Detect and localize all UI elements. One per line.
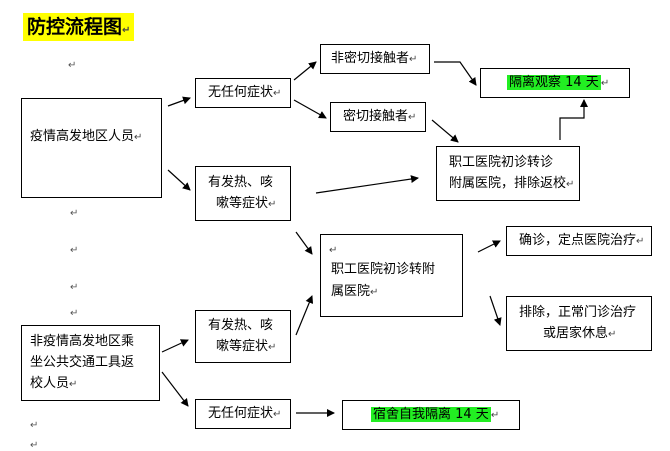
arrow-nosymptom-to-close: [293, 99, 327, 119]
arrow-fever-to-clinic: [315, 175, 419, 194]
node-non-high-risk-people: 非疫情高发地区乘 坐公共交通工具返 校人员↵: [21, 325, 160, 401]
arrow-nonclose-to-isolation: [434, 61, 477, 86]
arrow-close-to-clinic: [431, 119, 459, 143]
node-high-risk-people: 疫情高发地区人员↵: [21, 98, 162, 198]
paragraph-mark: ↵: [30, 440, 39, 451]
node-confirmed: 确诊，定点医院治疗↵: [506, 226, 652, 256]
page-title: 防控流程图↵: [23, 13, 134, 41]
arrow-fever-to-clinic2: [295, 231, 313, 255]
arrow-clinic-to-isolation: [559, 99, 588, 140]
node-clinic-transfer-exclude: 职工医院初诊转诊 附属医院，排除返校↵: [436, 146, 580, 201]
arrow-high-to-nosymptom: [167, 96, 191, 107]
node-no-symptoms-bottom: 无任何症状↵: [195, 399, 291, 429]
arrow-high-to-fever: [167, 169, 191, 191]
node-no-symptoms-top: 无任何症状↵: [195, 78, 291, 108]
node-dorm-isolation: 宿舍自我隔离 14 天↵: [342, 400, 520, 430]
node-excluded: 排除，正常门诊治疗 或居家休息↵: [506, 296, 652, 351]
node-fever-cough-bottom: 有发热、咳 嗽等症状↵: [195, 310, 291, 363]
node-non-close-contact: 非密切接触者↵: [320, 44, 430, 74]
paragraph-mark: ↵: [68, 60, 77, 71]
node-fever-cough-top: 有发热、咳 嗽等症状↵: [195, 166, 291, 221]
node-isolation-observe: 隔离观察 14 天↵: [480, 68, 630, 98]
arrow-fever2-to-clinic2: [295, 295, 314, 336]
paragraph-mark: ↵: [70, 208, 79, 219]
paragraph-mark: ↵: [30, 420, 39, 431]
arrow-to-excluded: [489, 295, 502, 326]
paragraph-mark: ↵: [70, 282, 79, 293]
arrow-to-confirmed: [477, 240, 501, 253]
paragraph-mark: ↵: [70, 308, 79, 319]
node-clinic-transfer: ↵ 职工医院初诊转附 属医院↵: [320, 234, 463, 317]
arrow-nonhigh-to-fever: [161, 339, 189, 353]
arrow-nosymptom-to-nonclose: [293, 61, 317, 81]
paragraph-mark: ↵: [70, 245, 79, 256]
node-close-contact: 密切接触者↵: [330, 102, 426, 132]
arrow-nonhigh-to-nosymptom: [161, 371, 189, 407]
